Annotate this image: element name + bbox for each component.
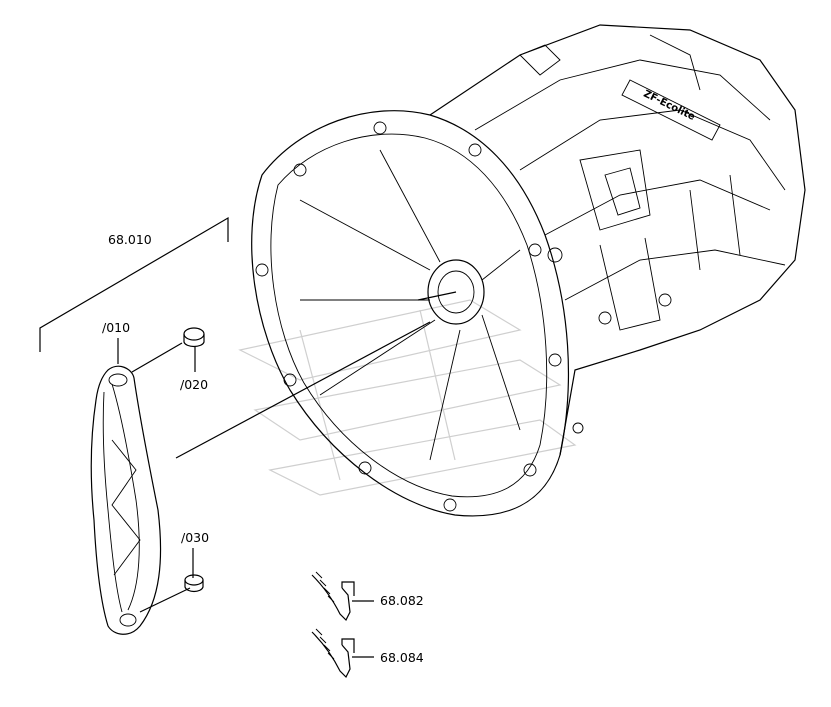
assembly-label: 68.010 <box>108 232 152 247</box>
spring-clip-68-084 <box>311 628 355 679</box>
pivot-cap-lower <box>184 574 204 593</box>
spring-clip-a-label: 68.082 <box>380 593 424 608</box>
gearbox-housing: ZF-Ecolite <box>251 24 806 517</box>
pivot-cap-upper <box>183 327 205 348</box>
pivot-cap-lower-label: /030 <box>181 530 210 545</box>
pivot-cap-upper-label: /020 <box>180 377 209 392</box>
release-fork <box>90 365 162 635</box>
spring-clip-b-label: 68.084 <box>380 650 424 665</box>
release-fork-label: /010 <box>102 320 131 335</box>
spring-clip-68-082 <box>311 571 355 622</box>
casting-lettering: ZF-Ecolite <box>642 89 697 124</box>
leader-lines <box>39 216 457 658</box>
